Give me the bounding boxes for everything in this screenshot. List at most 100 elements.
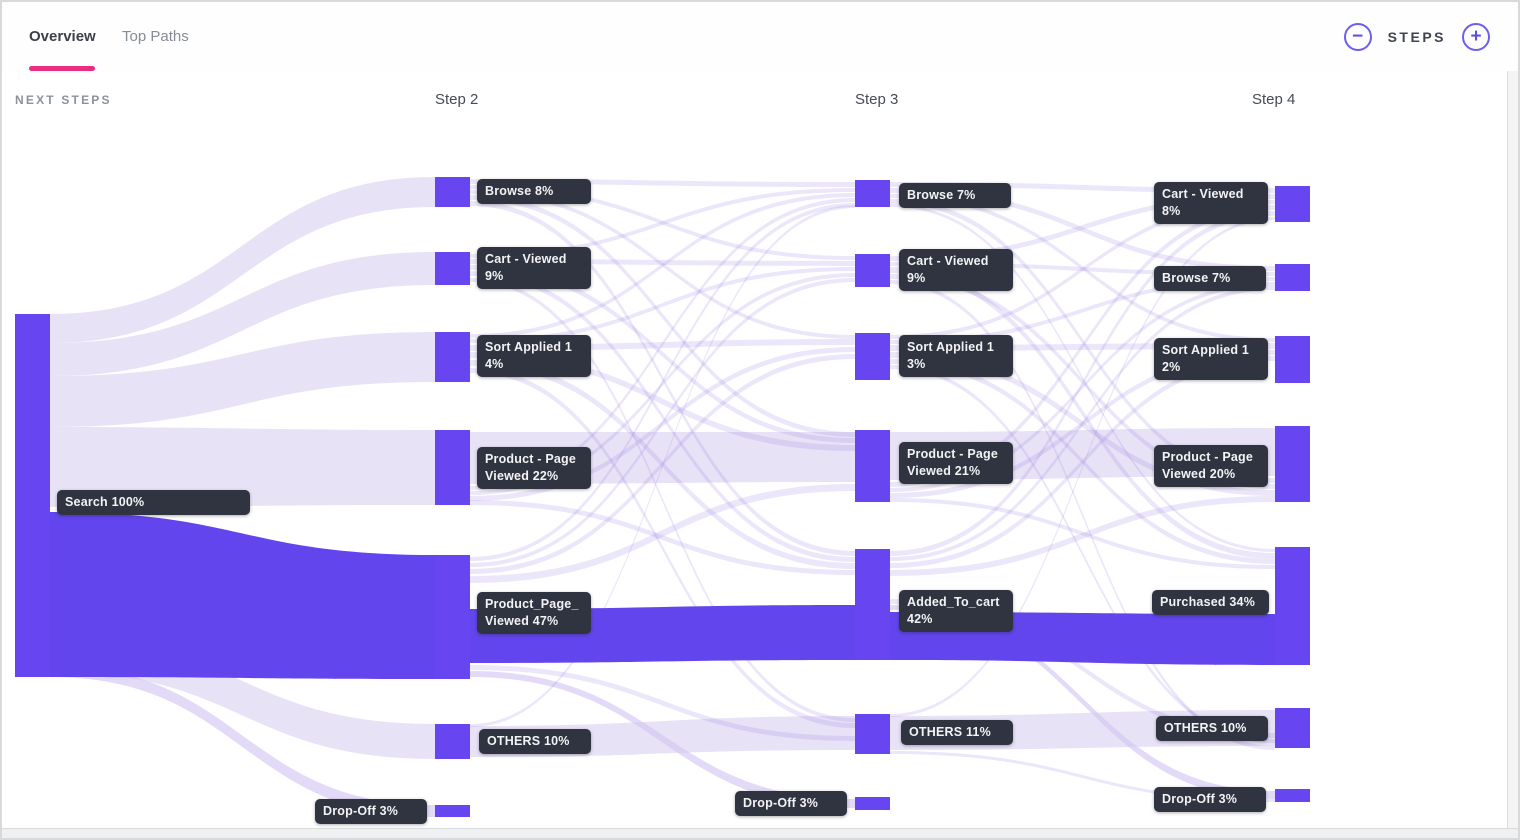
steps-control: − STEPS + xyxy=(1343,23,1490,51)
flow-s3_ppv-to-s4_browse xyxy=(890,282,1275,492)
column-header-step4: Step 4 xyxy=(1252,91,1296,108)
node-label-s4_others[interactable]: OTHERS 10% xyxy=(1156,716,1268,741)
flow-s3_browse-to-s4_sort xyxy=(890,194,1275,342)
node-label-s2_browse[interactable]: Browse 8% xyxy=(477,179,591,204)
node-label-s4_cart[interactable]: Cart - Viewed 8% xyxy=(1154,182,1268,224)
flow-search-to-s2_ppv xyxy=(50,427,435,507)
flow-s2_ppv-to-s3_cart xyxy=(470,273,855,495)
flow-s2_sort-to-s3_others xyxy=(470,368,855,728)
flow-s2_sort-to-s3_browse xyxy=(470,193,855,338)
sankey-node-s3_sort[interactable] xyxy=(855,333,890,380)
sankey-node-s4_cart[interactable] xyxy=(1275,186,1310,222)
flow-s2_ppv-to-s3_sort xyxy=(470,347,855,501)
flow-s2_others-to-s3_browse xyxy=(470,205,855,727)
sankey-node-s4_ppv[interactable] xyxy=(1275,426,1310,502)
node-label-s4_sort[interactable]: Sort Applied 12% xyxy=(1154,338,1268,380)
node-label-s2_others[interactable]: OTHERS 10% xyxy=(479,729,591,754)
flow-s3_atc-to-s4_cart xyxy=(890,211,1275,556)
flow-s2_ppv47-to-s3_browse xyxy=(470,203,855,561)
sankey-node-s2_cart[interactable] xyxy=(435,252,470,285)
flow-s2_cart-to-s3_others xyxy=(470,278,855,722)
flow-s3_atc-to-s4_sort xyxy=(890,356,1275,568)
node-label-s4_drop[interactable]: Drop-Off 3% xyxy=(1154,787,1266,812)
column-header-step3: Step 3 xyxy=(855,91,899,108)
sankey-node-s4_drop[interactable] xyxy=(1275,789,1310,802)
sankey-node-s4_purch[interactable] xyxy=(1275,547,1310,665)
sankey-node-s3_ppv[interactable] xyxy=(855,430,890,502)
sankey-node-s3_atc[interactable] xyxy=(855,549,890,660)
flow-s2_ppv47-to-s3_sort xyxy=(470,354,855,574)
node-label-s4_browse[interactable]: Browse 7% xyxy=(1154,266,1266,291)
flow-s3_sort-to-s4_purch xyxy=(890,359,1275,564)
flow-s3_cart-to-s4_ppv xyxy=(890,274,1275,489)
flow-s3_others-to-s4_cart xyxy=(890,217,1275,717)
node-label-s4_ppv[interactable]: Product - Page Viewed 20% xyxy=(1154,445,1268,487)
flow-search-to-s2_ppv47 xyxy=(50,512,435,679)
flow-s2_cart-to-s3_atc xyxy=(470,271,855,562)
decrease-steps-button[interactable]: − xyxy=(1343,23,1372,51)
flow-s2_sort-to-s3_atc xyxy=(470,360,855,569)
flow-s2_browse-to-s3_sort xyxy=(470,190,855,339)
sankey-node-s4_sort[interactable] xyxy=(1275,336,1310,383)
node-label-s3_others[interactable]: OTHERS 11% xyxy=(901,720,1013,745)
sankey-node-s2_ppv47[interactable] xyxy=(435,555,470,679)
node-label-search[interactable]: Search 100% xyxy=(57,490,250,515)
node-label-s4_purch[interactable]: Purchased 34% xyxy=(1152,590,1269,615)
node-label-s3_drop[interactable]: Drop-Off 3% xyxy=(735,791,847,816)
node-label-s3_ppv[interactable]: Product - Page Viewed 21% xyxy=(899,442,1013,484)
flow-search-to-s2_drop xyxy=(50,666,435,817)
flow-search-to-s2_cart xyxy=(50,252,435,376)
flow-s3_cart-to-s4_cart xyxy=(890,194,1275,261)
node-label-s3_sort[interactable]: Sort Applied 13% xyxy=(899,335,1013,377)
sankey-node-s2_ppv[interactable] xyxy=(435,430,470,505)
next-steps-label: NEXT STEPS xyxy=(15,93,112,107)
node-label-s3_browse[interactable]: Browse 7% xyxy=(899,183,1011,208)
flow-s3_sort-to-s4_ppv xyxy=(890,352,1275,496)
top-bar: Overview Top Paths − STEPS + xyxy=(2,2,1518,72)
flow-s2_cart-to-s3_browse xyxy=(470,188,855,258)
flow-s2_ppv-to-s3_atc xyxy=(470,500,855,575)
flow-s3_atc-to-s4_drop xyxy=(890,605,1275,799)
tab-overview[interactable]: Overview xyxy=(29,28,96,45)
flow-s3_sort-to-s4_others xyxy=(890,365,1275,743)
node-label-s2_drop[interactable]: Drop-Off 3% xyxy=(315,799,427,824)
column-header-row: NEXT STEPS Step 2 Step 3 Step 4 xyxy=(2,71,1518,123)
sankey-node-s2_browse[interactable] xyxy=(435,177,470,207)
flow-s3_ppv-to-s4_sort xyxy=(890,350,1275,498)
flow-s2_ppv-to-s3_browse xyxy=(470,198,855,490)
flow-s2_ppv47-to-s3_drop xyxy=(470,671,855,808)
sankey-node-s2_drop[interactable] xyxy=(435,805,470,817)
sankey-node-s2_others[interactable] xyxy=(435,724,470,759)
sankey-node-s2_sort[interactable] xyxy=(435,332,470,382)
node-label-s2_cart[interactable]: Cart - Viewed 9% xyxy=(477,247,591,289)
steps-label: STEPS xyxy=(1387,29,1446,45)
flow-s3_atc-to-s4_ppv xyxy=(890,496,1275,576)
flow-s2_ppv47-to-s3_others xyxy=(470,665,855,741)
node-label-s3_cart[interactable]: Cart - Viewed 9% xyxy=(899,249,1013,291)
node-label-s2_ppv[interactable]: Product - Page Viewed 22% xyxy=(477,447,591,489)
sankey-node-s3_drop[interactable] xyxy=(855,797,890,810)
flow-s3_sort-to-s4_browse xyxy=(890,277,1275,344)
right-gutter xyxy=(1507,71,1518,828)
sankey-node-s3_browse[interactable] xyxy=(855,180,890,207)
flow-s2_browse-to-s3_cart xyxy=(470,185,855,260)
increase-steps-button[interactable]: + xyxy=(1462,23,1490,51)
sankey-node-s4_others[interactable] xyxy=(1275,708,1310,748)
flow-s2_ppv47-to-s3_cart xyxy=(470,278,855,567)
sankey-node-s3_cart[interactable] xyxy=(855,254,890,287)
flow-s3_browse-to-s4_ppv xyxy=(890,199,1275,483)
sankey-node-s4_browse[interactable] xyxy=(1275,264,1310,291)
tab-top-paths[interactable]: Top Paths xyxy=(122,28,189,45)
flow-s3_browse-to-s4_purch xyxy=(890,204,1275,552)
node-label-s2_ppv47[interactable]: Product_Page_Viewed 47% xyxy=(477,592,591,634)
node-label-s3_atc[interactable]: Added_To_cart 42% xyxy=(899,590,1013,632)
flow-s2_sort-to-s3_cart xyxy=(470,267,855,343)
flow-s2_sort-to-s3_ppv xyxy=(470,352,855,451)
sankey-node-s3_others[interactable] xyxy=(855,714,890,754)
sankey-node-search[interactable] xyxy=(15,314,50,677)
flow-search-to-s2_browse xyxy=(50,177,435,343)
flow-s2_ppv47-to-s3_ppv xyxy=(470,484,855,583)
node-label-s2_sort[interactable]: Sort Applied 14% xyxy=(477,335,591,377)
